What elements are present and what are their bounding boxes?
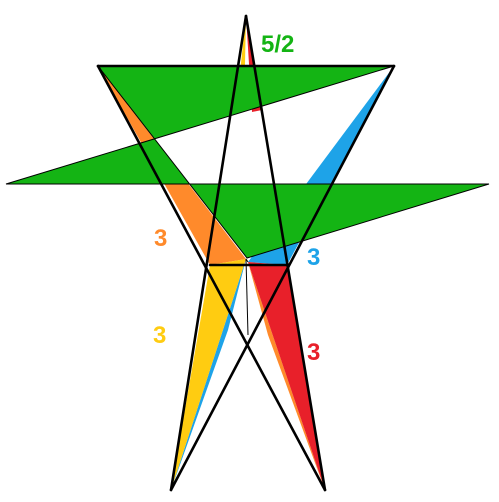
green-pentagram [5,65,490,259]
blue-face-label: 3 [307,244,320,271]
yellow-triangle-left-lower [171,259,246,490]
yellow-face-label: 3 [153,322,166,349]
red-face-label: 3 [307,339,320,366]
red-triangle-right-lower [248,262,325,490]
polyhedron-inner-edges [245,258,249,336]
orange-face-label: 3 [154,225,167,252]
pentagram-label: 5/2 [261,31,294,58]
polyhedron-edges [96,14,396,492]
